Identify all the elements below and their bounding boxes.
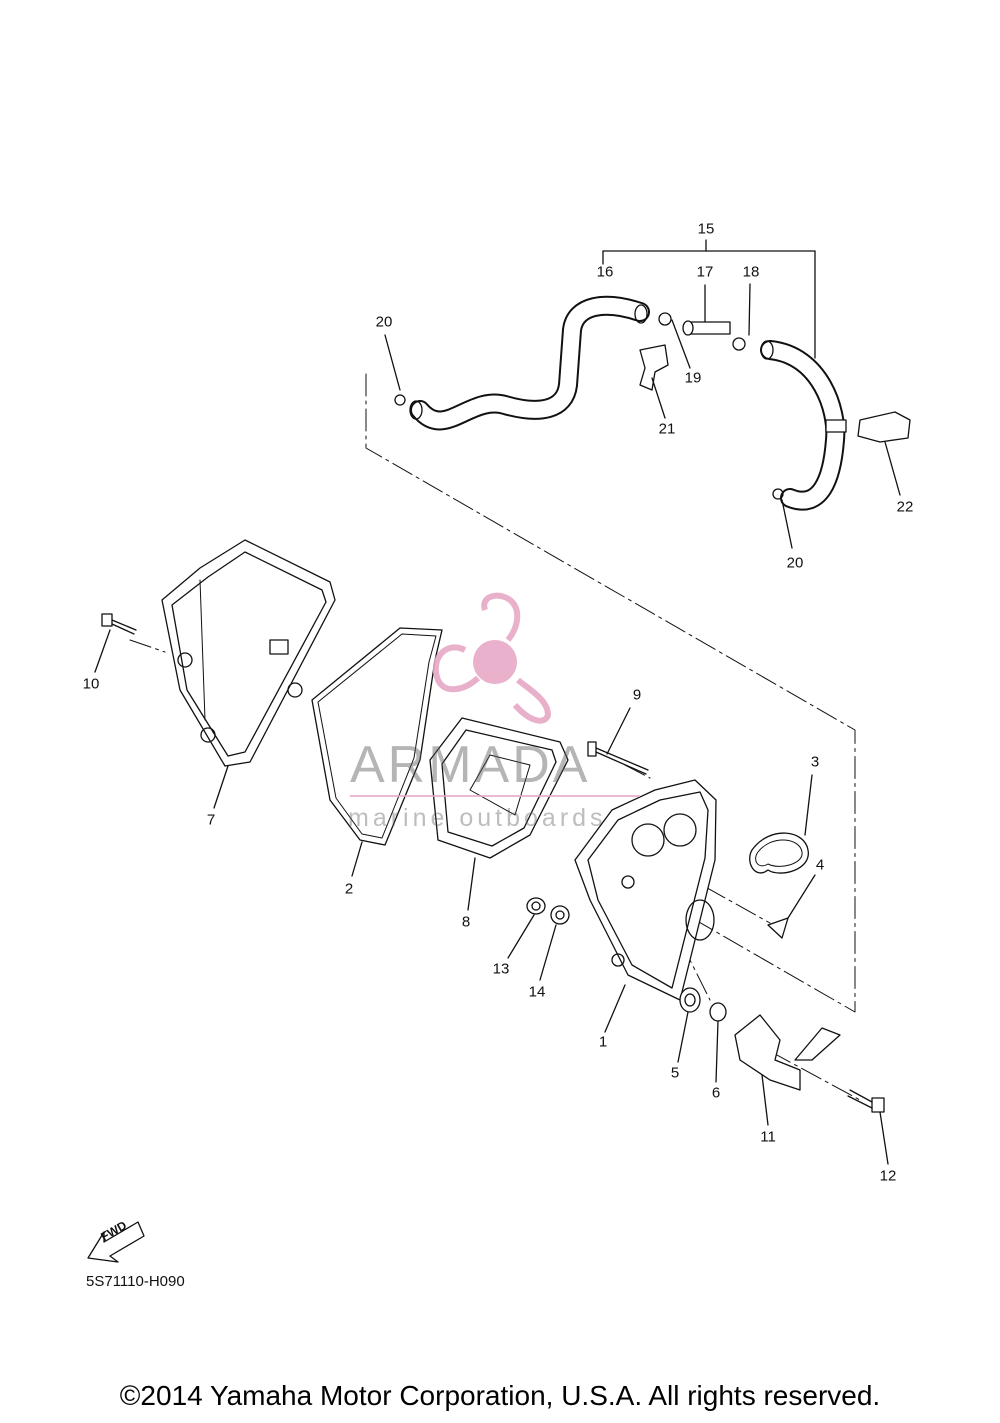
bolt-12 xyxy=(847,1089,889,1165)
callout-21: 21 xyxy=(658,420,676,438)
washer-14 xyxy=(539,905,570,981)
fwd-arrow-icon xyxy=(87,1221,145,1263)
callout-5: 5 xyxy=(670,1064,680,1082)
callout-18: 18 xyxy=(742,263,760,281)
grommet-5 xyxy=(677,987,701,1063)
callout-1: 1 xyxy=(598,1033,608,1051)
watermark-logo-center xyxy=(473,640,517,684)
callout-17: 17 xyxy=(696,263,714,281)
holder-22 xyxy=(857,411,911,496)
o-ring-3 xyxy=(749,774,813,874)
watermark-name: ARMADA xyxy=(350,736,591,794)
bolt-9 xyxy=(587,707,649,775)
callout-8: 8 xyxy=(461,913,471,931)
nut-13 xyxy=(507,897,546,959)
callout-22: 22 xyxy=(896,498,914,516)
copyright-notice: ©2014 Yamaha Motor Corporation, U.S.A. A… xyxy=(119,1380,881,1411)
callout-15: 15 xyxy=(697,220,715,238)
joint-17 xyxy=(682,284,731,336)
callout-13: 13 xyxy=(492,960,510,978)
gasket-2 xyxy=(311,627,443,877)
callout-19: 19 xyxy=(684,369,702,387)
assembly-15-bracket xyxy=(602,239,816,359)
holder-21 xyxy=(639,344,669,419)
collar-6 xyxy=(709,1002,727,1083)
bracket-11 xyxy=(734,1014,841,1126)
callout-10: 10 xyxy=(82,675,100,693)
clips xyxy=(384,283,793,549)
air-cleaner-case-1 xyxy=(574,779,717,1033)
callout-14: 14 xyxy=(528,983,546,1001)
callout-2: 2 xyxy=(344,880,354,898)
callout-20: 20 xyxy=(375,313,393,331)
hose-16 xyxy=(409,295,650,431)
callout-4: 4 xyxy=(815,856,825,874)
callout-20: 20 xyxy=(786,554,804,572)
watermark-logo xyxy=(432,592,552,724)
callout-16: 16 xyxy=(596,263,614,281)
callout-6: 6 xyxy=(711,1084,721,1102)
bolt-10 xyxy=(94,613,137,673)
clip-4 xyxy=(767,874,816,939)
hose-18 xyxy=(760,340,847,511)
callout-3: 3 xyxy=(810,753,820,771)
callout-7: 7 xyxy=(206,811,216,829)
callout-11: 11 xyxy=(760,1128,776,1146)
watermark-subtitle: marine outboards xyxy=(348,804,607,832)
diagram-code: 5S71110-H090 xyxy=(86,1273,185,1290)
callout-9: 9 xyxy=(632,686,642,704)
callout-12: 12 xyxy=(879,1167,897,1185)
air-cleaner-cover-7 xyxy=(161,539,336,809)
